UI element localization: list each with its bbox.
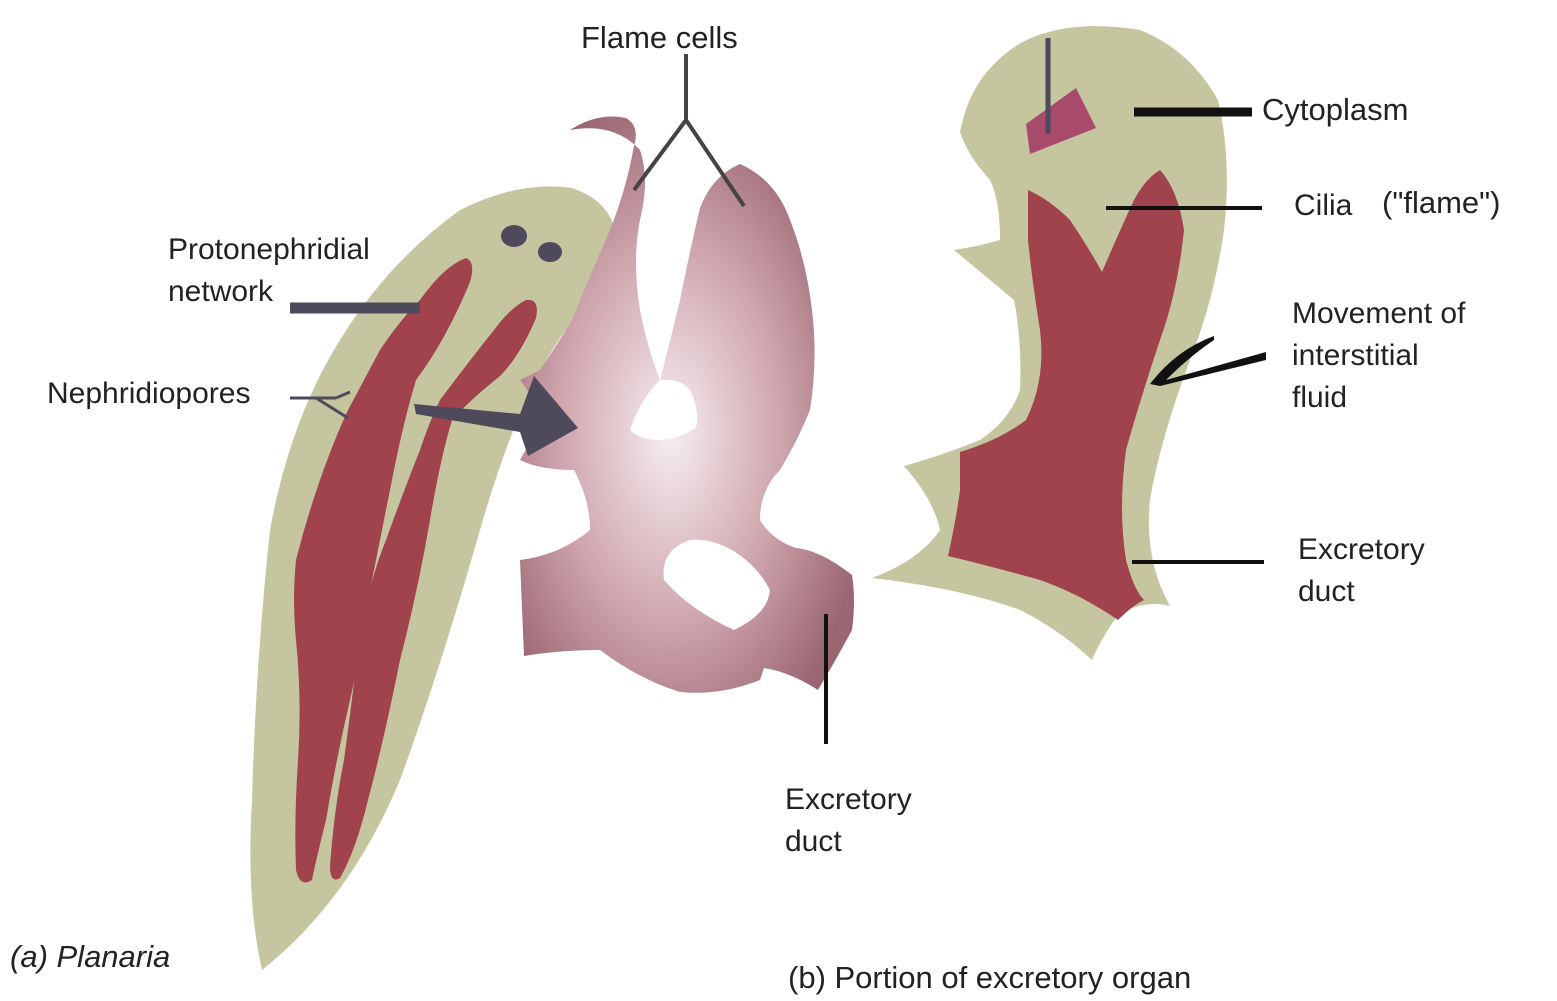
label-excretory-duct-b-line2: duct (1298, 572, 1355, 612)
label-protonephridial-line2: network (168, 272, 273, 312)
label-flame-quote: ("flame") (1382, 183, 1500, 223)
caption-a: (a) Planaria (10, 937, 170, 977)
flame-cells-leader (634, 54, 744, 206)
label-movement-line3: fluid (1292, 378, 1347, 418)
label-movement-line2: interstitial (1292, 336, 1419, 376)
label-excretory-duct-a-line1: Excretory (785, 780, 912, 820)
caption-b: (b) Portion of excretory organ (788, 958, 1191, 998)
label-protonephridial-line1: Protonephridial (168, 230, 370, 270)
label-nephridiopores: Nephridiopores (47, 374, 250, 414)
label-cilia: Cilia (1294, 186, 1352, 226)
label-cytoplasm: Cytoplasm (1262, 90, 1408, 130)
label-movement-line1: Movement of (1292, 294, 1465, 334)
eyespot-left (501, 225, 527, 247)
label-flame-cells: Flame cells (581, 18, 738, 58)
label-excretory-duct-a-line2: duct (785, 822, 842, 862)
label-excretory-duct-b-line1: Excretory (1298, 530, 1425, 570)
eyespot-right (538, 242, 562, 262)
